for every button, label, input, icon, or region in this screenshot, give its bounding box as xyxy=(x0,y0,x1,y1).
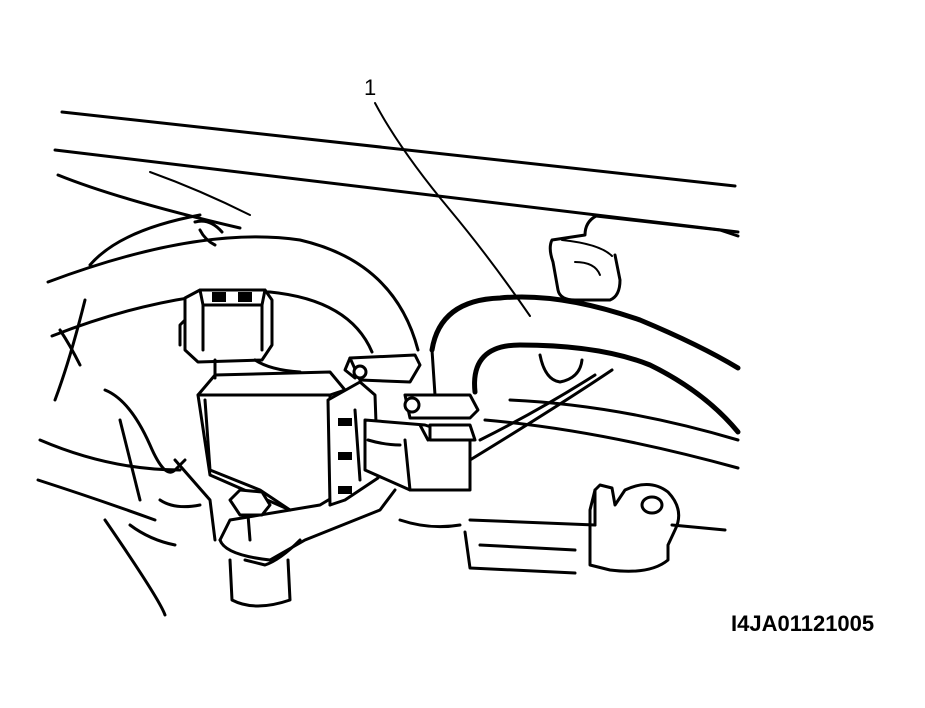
solenoid-valve-body xyxy=(196,358,347,512)
upper-body-panel xyxy=(53,110,740,234)
mounting-bolt xyxy=(228,488,292,608)
hose-clamp-left xyxy=(343,353,422,384)
lower-body-panel xyxy=(483,398,740,470)
valve-nozzle xyxy=(363,418,477,492)
figure-code: I4JA01121005 xyxy=(731,611,875,636)
right-clip xyxy=(588,483,727,573)
lower-left-parts xyxy=(36,388,217,617)
hose-clamp-right xyxy=(403,393,480,420)
right-bracket xyxy=(548,214,740,302)
callout-1: 1 xyxy=(364,75,531,317)
electrical-connector xyxy=(178,288,274,364)
valve-side-plate xyxy=(326,380,380,507)
vacuum-hose xyxy=(429,294,741,435)
mounting-bracket xyxy=(218,488,397,567)
thin-wire xyxy=(468,368,614,462)
callout-number: 1 xyxy=(364,75,376,100)
lower-channel xyxy=(398,518,597,575)
